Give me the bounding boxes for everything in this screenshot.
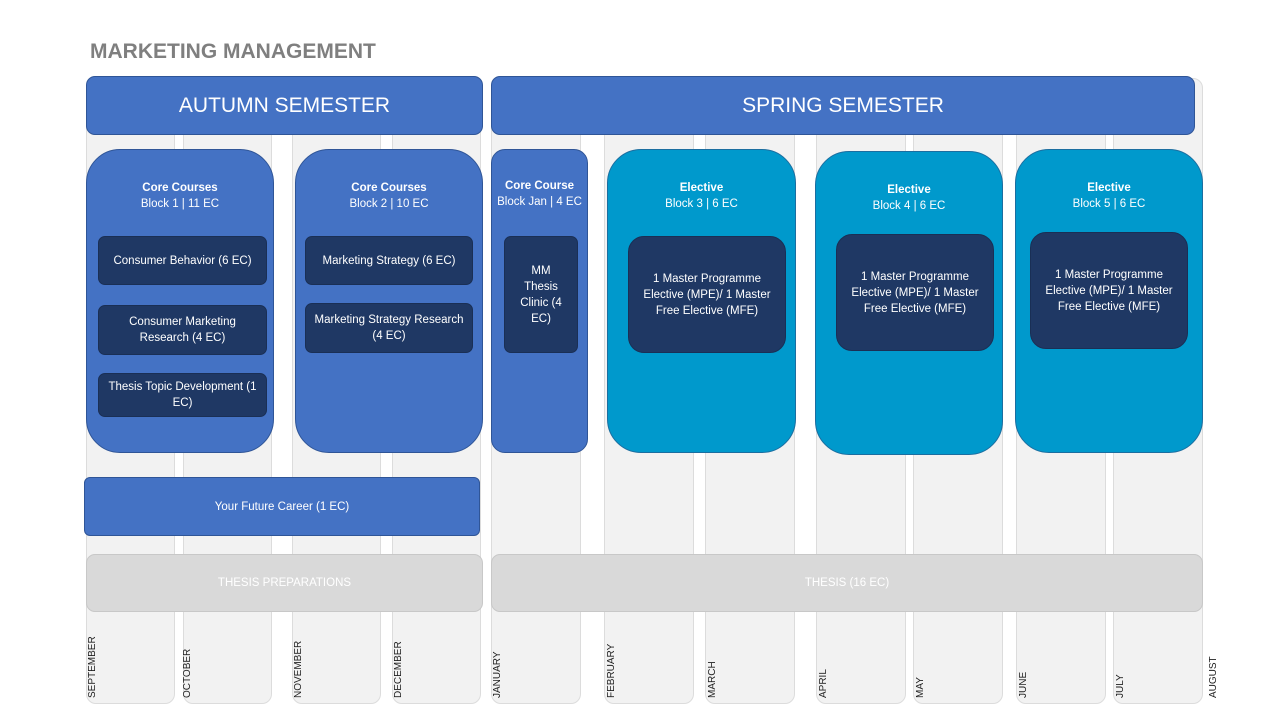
page-title: MARKETING MANAGEMENT xyxy=(90,40,376,63)
month-label: JANUARY xyxy=(492,651,503,699)
block-5-header: Elective Block 5 | 6 EC xyxy=(1016,180,1202,212)
autumn-semester-label: AUTUMN SEMESTER xyxy=(178,93,391,117)
course-consumer-marketing-research: Consumer Marketing Research (4 EC) xyxy=(98,305,267,355)
thesis-bar: THESIS (16 EC) xyxy=(491,554,1203,612)
block-3-title: Elective xyxy=(679,182,724,194)
course-block-4-elective: 1 Master Programme Elective (MPE)/ 1 Mas… xyxy=(836,234,994,351)
month-label: JUNE xyxy=(1018,671,1029,698)
future-career-label: Your Future Career (1 EC) xyxy=(214,500,350,513)
course-block-3-elective: 1 Master Programme Elective (MPE)/ 1 Mas… xyxy=(628,236,786,353)
thesis-preparations-bar: THESIS PREPARATIONS xyxy=(86,554,483,612)
future-career-bar: Your Future Career (1 EC) xyxy=(84,477,480,536)
month-label: APRIL xyxy=(818,669,829,698)
month-label: OCTOBER xyxy=(182,648,193,698)
block-1-header: Core Courses Block 1 | 11 EC xyxy=(87,180,273,212)
spring-semester-header: SPRING SEMESTER xyxy=(491,76,1195,135)
month-label: FEBRUARY xyxy=(606,643,617,698)
month-label: AUGUST xyxy=(1208,656,1219,698)
block-4-title: Elective xyxy=(887,184,931,196)
block-4-subtitle: Block 4 | 6 EC xyxy=(872,200,946,212)
course-marketing-strategy-research: Marketing Strategy Research (4 EC) xyxy=(305,303,473,353)
course-marketing-strategy: Marketing Strategy (6 EC) xyxy=(305,236,473,285)
course-mm-thesis-clinic: MM Thesis Clinic (4 EC) xyxy=(504,236,578,353)
course-consumer-behavior: Consumer Behavior (6 EC) xyxy=(98,236,267,285)
block-jan-header: Core Course Block Jan | 4 EC xyxy=(492,178,587,210)
month-label: JULY xyxy=(1115,674,1126,698)
thesis-label: THESIS (16 EC) xyxy=(804,577,890,589)
block-jan-subtitle: Block Jan | 4 EC xyxy=(497,196,582,208)
block-2-card: Core Courses Block 2 | 10 EC xyxy=(295,149,483,453)
block-3-header: Elective Block 3 | 6 EC xyxy=(608,180,795,212)
block-2-title: Core Courses xyxy=(351,182,427,194)
course-block-5-elective: 1 Master Programme Elective (MPE)/ 1 Mas… xyxy=(1030,232,1188,349)
course-thesis-topic-development: Thesis Topic Development (1 EC) xyxy=(98,373,267,417)
block-jan-title: Core Course xyxy=(504,180,575,192)
block-1-title: Core Courses xyxy=(142,182,218,194)
month-label: NOVEMBER xyxy=(293,640,304,698)
month-label: MAY xyxy=(915,677,926,698)
month-label: SEPTEMBER xyxy=(87,636,98,698)
block-5-title: Elective xyxy=(1087,182,1131,194)
block-5-subtitle: Block 5 | 6 EC xyxy=(1072,198,1146,210)
thesis-preparations-label: THESIS PREPARATIONS xyxy=(217,577,352,589)
block-4-header: Elective Block 4 | 6 EC xyxy=(816,182,1002,214)
block-1-subtitle: Block 1 | 11 EC xyxy=(140,198,220,210)
autumn-semester-header: AUTUMN SEMESTER xyxy=(86,76,483,135)
spring-semester-label: SPRING SEMESTER xyxy=(742,93,944,117)
month-label: MARCH xyxy=(707,661,718,698)
month-label: DECEMBER xyxy=(393,641,404,698)
block-2-subtitle: Block 2 | 10 EC xyxy=(349,198,429,210)
block-2-header: Core Courses Block 2 | 10 EC xyxy=(296,180,482,212)
block-3-subtitle: Block 3 | 6 EC xyxy=(665,198,738,210)
